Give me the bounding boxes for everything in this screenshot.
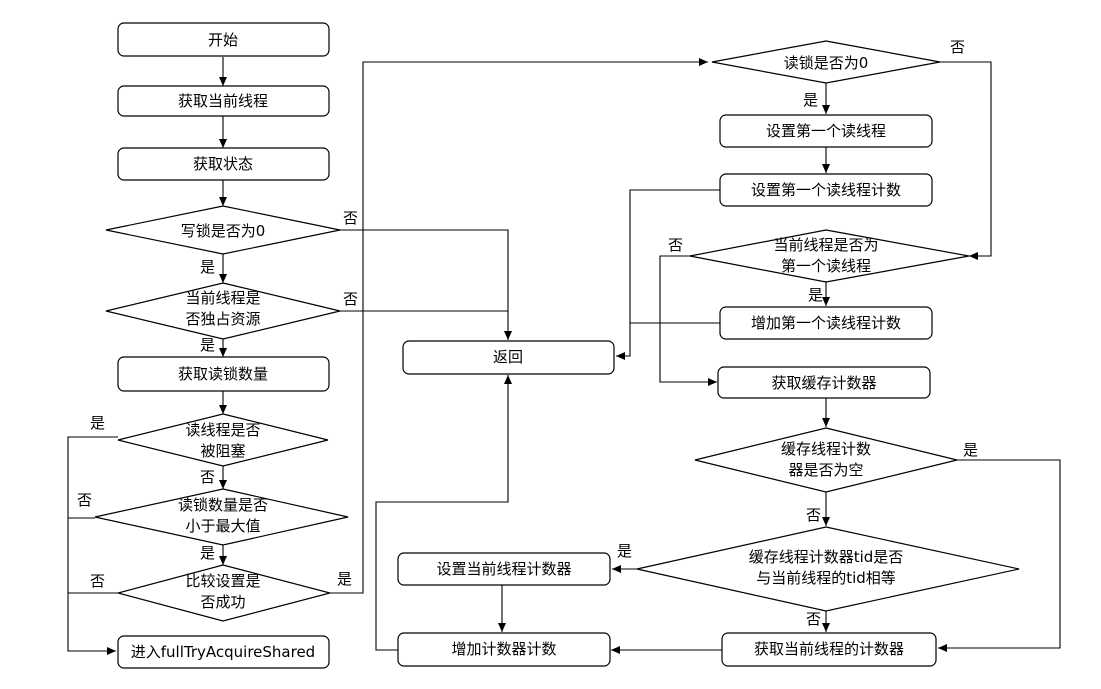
nodes: 开始 获取当前线程 获取状态 写锁是否为0 当前线程是 否独占资源 获取读锁数量… [94,22,1020,669]
set-current-node [397,552,611,586]
inc-first-count-node-text: 增加第一个读线程计数 [751,314,901,332]
label-write-zero-yes: 是 [200,258,215,276]
edge-first-reader-no [659,255,717,386]
edge-write-zero-no [340,229,512,340]
label-cache-null-no: 否 [806,506,821,524]
full-try-node [117,635,330,669]
return-node [402,340,615,375]
cache-null-line2: 器是否为空 [788,461,863,479]
get-current-counter-node [721,632,937,667]
label-read-zero-yes: 是 [803,91,818,109]
set-current-node-text: 设置当前线程计数器 [436,560,571,578]
is-first-reader-line2: 第一个读线程 [781,257,871,275]
label-less-max-yes: 是 [200,544,215,562]
cas-success-line1: 比较设置是 [185,572,260,590]
tid-equal-decision [636,526,1020,612]
label-cas-success: 是 [337,570,352,588]
edge-read-zero-no [940,61,992,260]
label-tid-equal-yes: 是 [617,542,632,560]
set-first-reader-node-text: 设置第一个读线程 [766,122,886,140]
label-is-owner-yes: 是 [200,336,215,354]
inc-counter-node [397,632,611,667]
reader-blocked-decision [117,413,329,467]
get-thread-node [117,85,330,117]
label-is-owner-no: 否 [343,290,358,308]
set-first-reader-node [719,114,933,148]
reader-blocked-line2: 被阻塞 [200,442,245,460]
full-try-node-text: 进入fullTryAcquireShared [131,643,315,661]
get-cache-node-text: 获取缓存计数器 [771,374,876,392]
label-first-reader-no: 否 [668,236,683,254]
start-node-text: 开始 [208,31,238,49]
read-zero-decision-text: 读锁是否为0 [784,54,869,72]
inc-first-count-node [719,306,933,340]
read-zero-decision [711,40,941,84]
less-than-max-line1: 读锁数量是否 [178,496,268,514]
get-read-count-node [117,356,330,392]
label-write-zero-no: 否 [343,209,358,227]
is-first-reader-line1: 当前线程是否为 [773,236,878,254]
label-cas-fail: 否 [90,572,105,590]
less-than-max-decision [94,488,349,546]
edge-blocked-yes [67,436,118,655]
reader-blocked-line1: 读线程是否 [185,421,260,439]
get-read-count-node-text: 获取读锁数量 [178,365,268,383]
tid-equal-line1: 缓存线程计数器tid是否 [749,548,904,566]
less-than-max-line2: 小于最大值 [185,517,260,535]
edge-cas-success [330,58,708,594]
set-first-count-node [719,173,933,207]
tid-equal-line2: 与当前线程的tid相等 [756,569,896,587]
label-cache-null-yes: 是 [963,441,978,459]
get-state-node-text: 获取状态 [193,155,253,173]
is-owner-decision [105,282,341,340]
label-tid-equal-no: 否 [806,610,821,628]
start-node [117,22,330,57]
edge-labels: 否 是 否 是 是 否 否 是 否 是 否 是 否 是 是 否 是 否 [77,38,978,628]
is-owner-decision-line2: 否独占资源 [185,310,260,328]
cache-null-decision [694,427,958,493]
cache-null-line1: 缓存线程计数 [781,440,871,458]
is-owner-decision-line1: 当前线程是 [185,289,260,307]
cas-success-decision [115,564,333,622]
edges [67,57,1061,655]
write-zero-decision-text: 写锁是否为0 [181,222,266,240]
write-zero-decision [105,205,341,255]
edge-cache-null-yes [938,459,1061,652]
get-current-counter-node-text: 获取当前线程的计数器 [754,640,904,658]
label-blocked-no: 否 [200,468,215,486]
label-first-reader-yes: 是 [808,286,823,304]
get-cache-node [717,366,931,399]
get-state-node [117,147,330,181]
cas-success-line2: 否成功 [200,593,245,611]
get-thread-node-text: 获取当前线程 [178,92,268,110]
edge-inc-counter-return [375,375,512,651]
label-less-max-no: 否 [77,491,92,509]
label-blocked-yes: 是 [90,414,105,432]
edge-set-first-count-return [616,189,720,360]
label-read-zero-no: 否 [950,38,965,56]
is-first-reader-decision [689,229,970,283]
inc-counter-node-text: 增加计数器计数 [451,640,556,658]
return-node-text: 返回 [493,348,523,366]
set-first-count-node-text: 设置第一个读线程计数 [751,181,901,199]
